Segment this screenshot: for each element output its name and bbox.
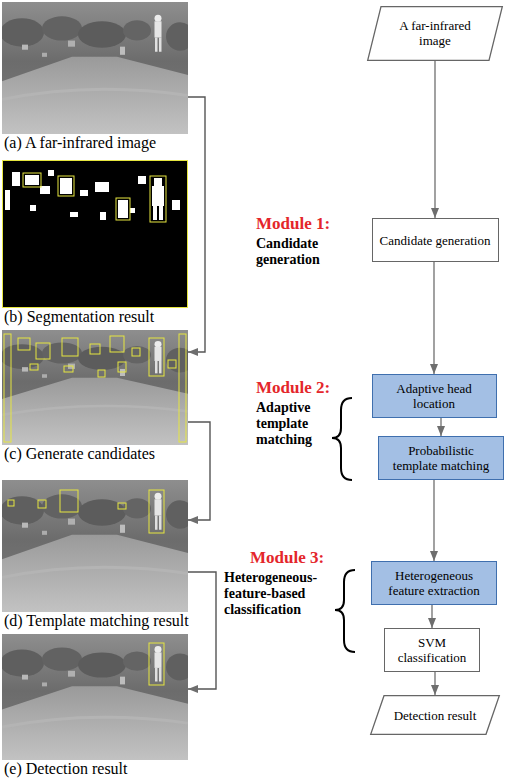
text-wrapper: Probabilistic template matching (386, 443, 496, 473)
node-text: Detection result (394, 708, 477, 723)
flow-arrow (434, 672, 435, 695)
process-box: SVM classification (384, 628, 480, 672)
curly-brace (332, 398, 352, 480)
flow-arrow (433, 262, 434, 374)
flow-arrow (431, 605, 432, 628)
node-text: SVM classification (392, 635, 472, 665)
thermal-image (0, 480, 194, 612)
segmentation-image (2, 160, 188, 308)
thermal-image (0, 330, 194, 445)
text-wrapper: Detection result (394, 708, 477, 723)
node-text: Adaptive head location (390, 381, 478, 411)
curly-brace (335, 570, 355, 652)
flow-arrow (440, 418, 441, 436)
text-wrapper: SVM classification (392, 635, 472, 665)
image-panel: (c) Generate candidates (2, 330, 188, 463)
flow-arrow (188, 572, 216, 689)
image-caption: (b) Segmentation result (2, 308, 188, 326)
module-title: Module 2: (256, 378, 330, 397)
highlighted-process-box: Probabilistic template matching (378, 436, 504, 480)
module-title: Module 1: (256, 214, 330, 233)
module-description: Adaptive template matching (256, 400, 334, 448)
node-text: Candidate generation (380, 233, 491, 248)
flow-arrow (188, 422, 210, 520)
process-box: Candidate generation (372, 218, 499, 262)
image-caption: (e) Detection result (2, 760, 188, 778)
module-description: Candidate generation (256, 236, 338, 268)
thermal-image (0, 2, 194, 134)
text-wrapper: A far-infrared image (389, 18, 481, 48)
node-text: Heterogeneous feature extraction (379, 568, 489, 598)
detection-box (149, 643, 164, 685)
io-parallelogram: A far-infrared image (367, 6, 503, 61)
image-panel: (b) Segmentation result (2, 160, 188, 326)
image-panel: (e) Detection result (2, 634, 188, 778)
image-panel: (a) A far-infrared image (2, 2, 188, 152)
candidate-boxes (4, 334, 186, 442)
node-text: Probabilistic template matching (386, 443, 496, 473)
module-title: Module 3: (250, 548, 324, 567)
highlighted-process-box: Heterogeneous feature extraction (371, 561, 497, 605)
module-description: Heterogeneous-feature-based classificati… (224, 570, 328, 618)
image-caption: (a) A far-infrared image (2, 134, 188, 152)
thermal-image (0, 634, 194, 760)
flow-arrow (188, 97, 205, 352)
text-wrapper: Adaptive head location (390, 381, 478, 411)
io-parallelogram: Detection result (370, 695, 500, 735)
highlighted-process-box: Adaptive head location (372, 374, 497, 418)
image-caption: (c) Generate candidates (2, 445, 188, 463)
flow-arrow (433, 480, 434, 561)
text-wrapper: Heterogeneous feature extraction (379, 568, 489, 598)
image-panel: (d) Template matching result (2, 480, 188, 630)
text-wrapper: Candidate generation (380, 233, 491, 248)
image-caption: (d) Template matching result (2, 612, 188, 630)
flow-arrow (434, 61, 435, 219)
matched-boxes (8, 490, 164, 533)
node-text: A far-infrared image (389, 18, 481, 48)
